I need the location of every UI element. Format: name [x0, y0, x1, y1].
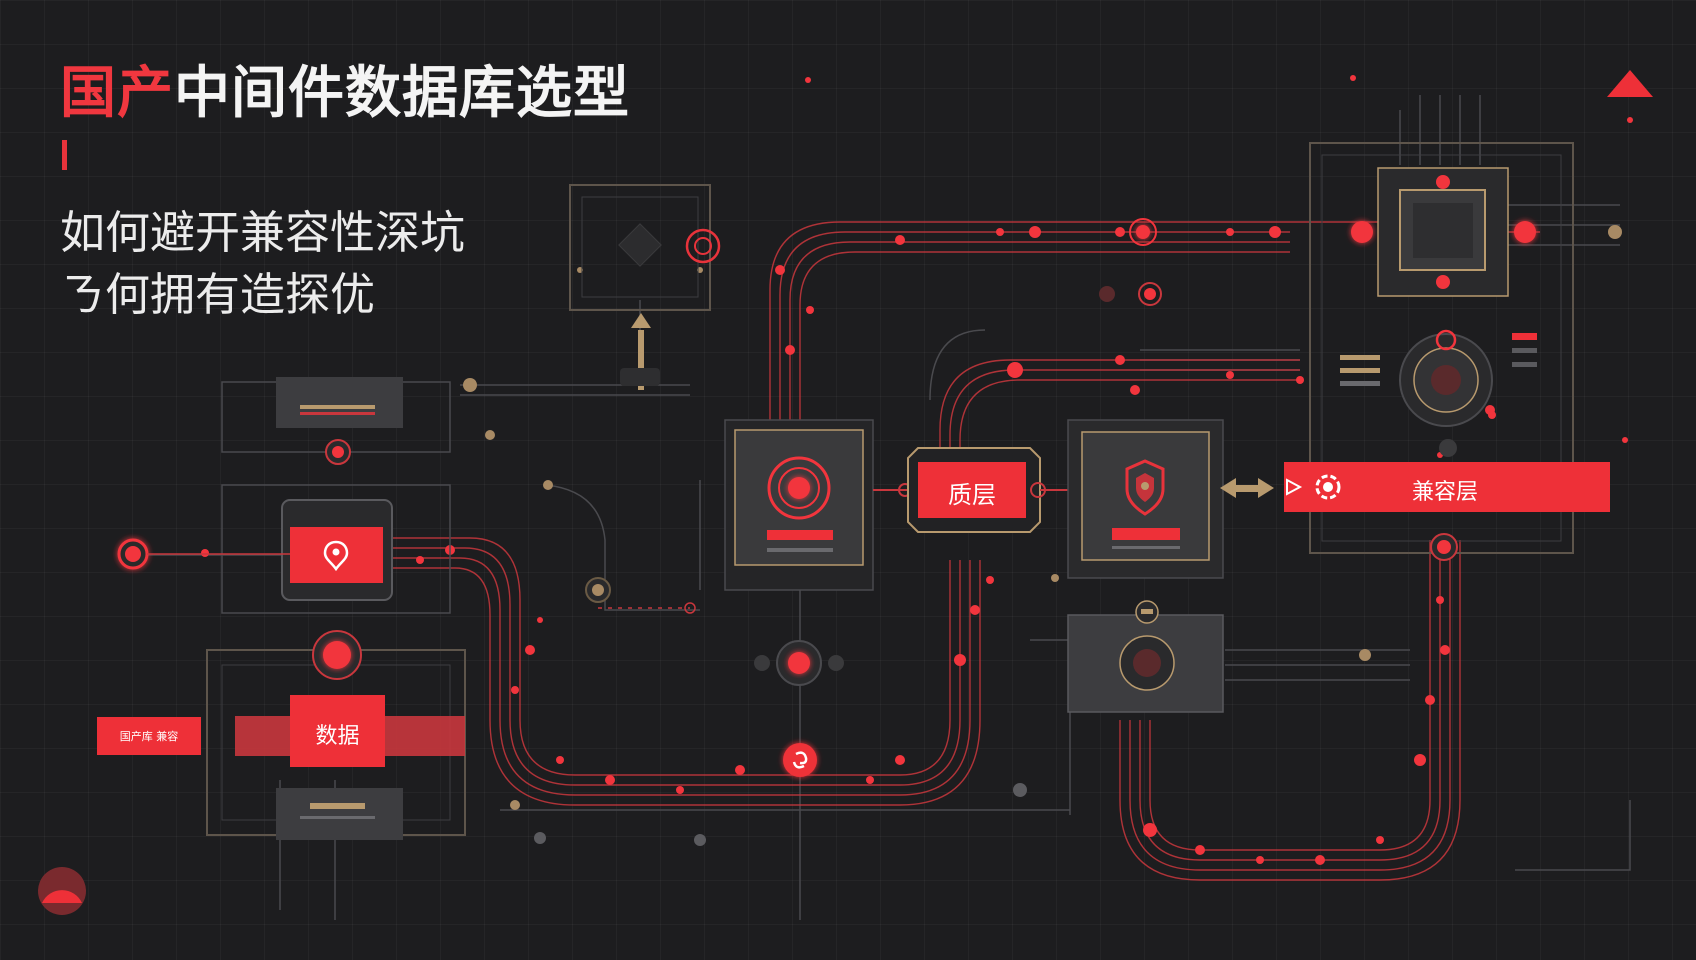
center-target-panel — [724, 419, 874, 591]
grey-dots — [534, 783, 1027, 846]
title-accent-mark — [62, 140, 67, 170]
subtitle-line-2: ㄋ何拥有造探优 — [60, 268, 376, 321]
subtitle-line-1: 如何避开兼容性深坑 — [60, 206, 466, 259]
page-title: 国产中间件数据库选型 — [60, 48, 630, 129]
double-arrow-icon — [1220, 478, 1274, 498]
right-chip-panel — [1099, 142, 1574, 561]
data-box — [290, 695, 385, 767]
compat-layer-label: 兼容层 — [1411, 480, 1478, 505]
arrow-up-icon — [620, 313, 660, 390]
title-rest: 中间件数据库选型 — [174, 61, 630, 126]
left-tag-label: 国产库 兼容 — [119, 730, 179, 743]
shield-panel — [1067, 419, 1224, 579]
left-mid-panel — [117, 484, 451, 614]
corner-logo-icon — [38, 867, 86, 915]
title-highlight: 国产 — [60, 61, 174, 126]
play-icon — [1286, 478, 1303, 496]
mid-layer-label: 质层 — [948, 481, 996, 509]
data-label: 数据 — [315, 724, 360, 749]
gear-icon — [1315, 474, 1341, 500]
signal-dots — [201, 75, 1633, 865]
link-icon — [783, 743, 817, 777]
mid-layer-box — [918, 462, 1026, 518]
top-frame — [569, 184, 721, 311]
lower-right-panel — [1067, 600, 1224, 713]
left-tag-bar — [97, 717, 201, 755]
red-wire-bundles — [385, 221, 1540, 881]
left-top-panel — [221, 377, 451, 465]
center-node — [585, 577, 844, 686]
location-pin-icon — [323, 540, 349, 572]
gold-dots — [463, 225, 1622, 810]
shield-icon — [1125, 459, 1165, 516]
triangle-logo-icon — [1607, 70, 1653, 97]
